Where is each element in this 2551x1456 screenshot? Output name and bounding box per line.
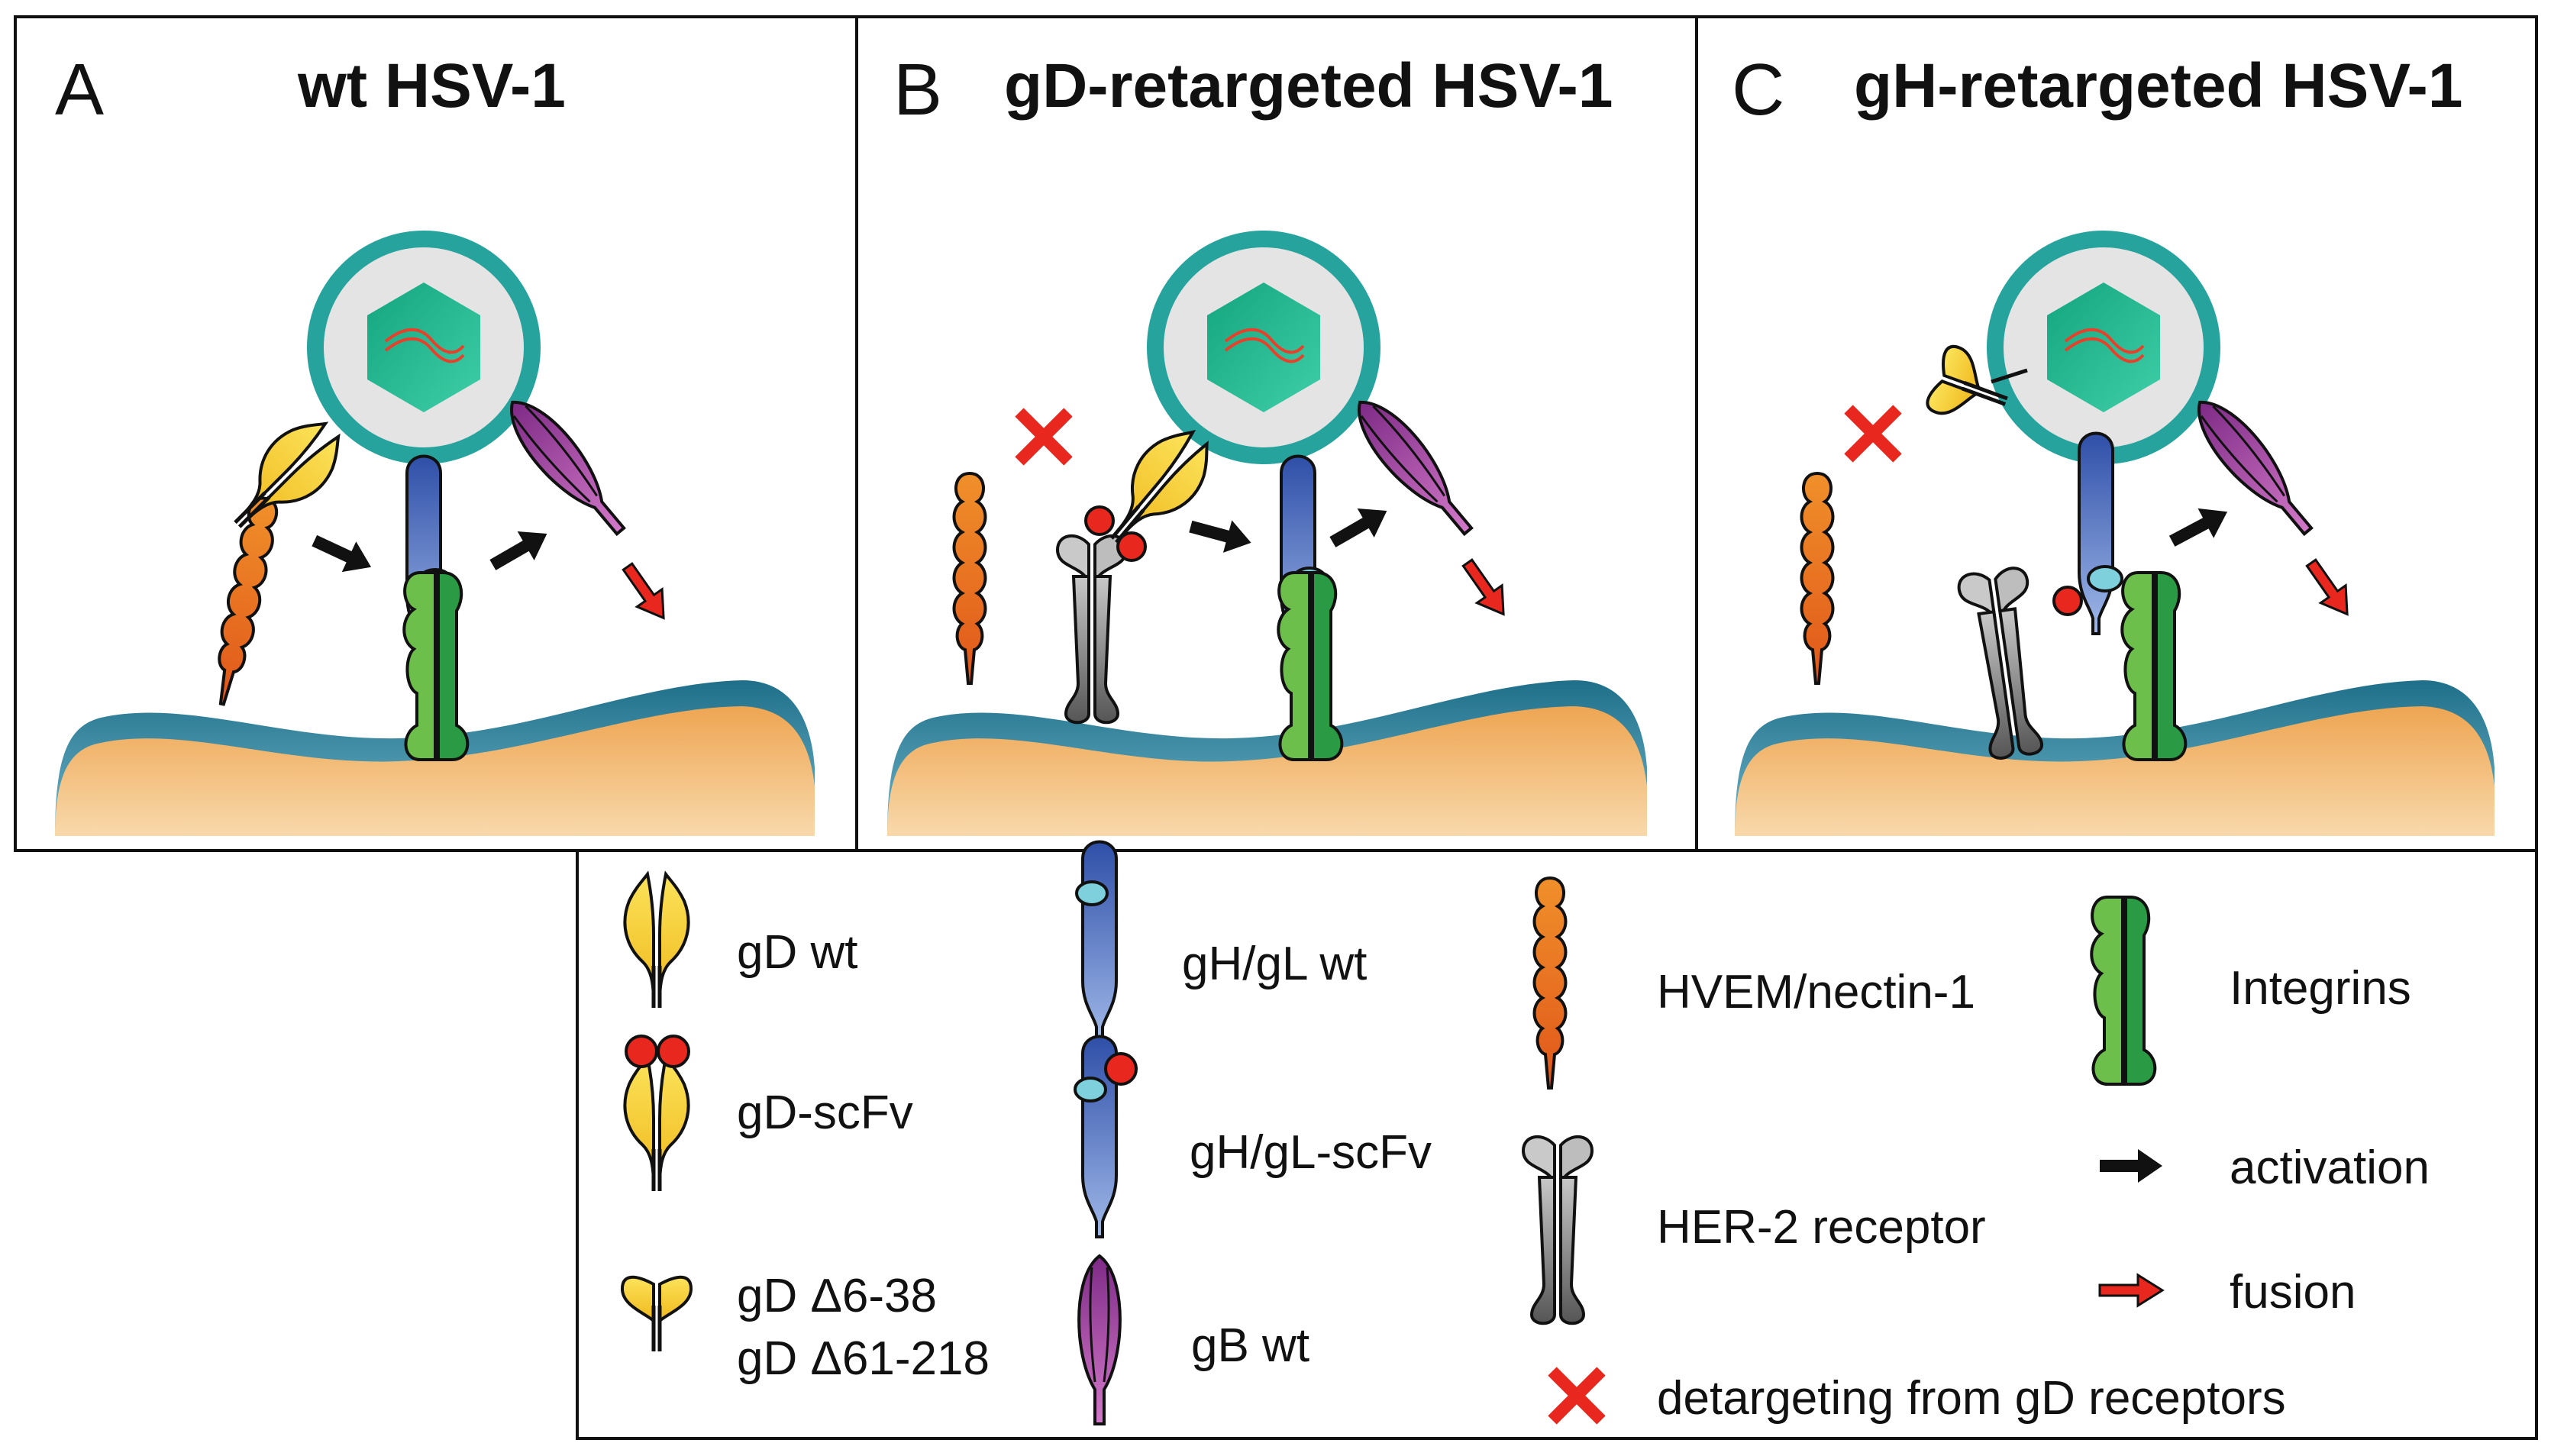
legend-gb-label: gB wt: [1191, 1319, 1309, 1372]
panel-c-scene: [1735, 239, 2494, 836]
activation-arrow: [2164, 496, 2236, 557]
scfv-dot: [1104, 1052, 1138, 1086]
hvem-receptor: [1800, 472, 1835, 685]
legend-hvem-icon: [1532, 877, 1568, 1090]
legend-detargeting-label: detargeting from gD receptors: [1657, 1372, 2286, 1425]
panel-a-title: wt HSV-1: [297, 51, 566, 121]
scfv-dot: [625, 1035, 658, 1068]
gh-gl-complex: [2078, 431, 2114, 635]
integrin: [1277, 571, 1344, 761]
legend-hvem-label: HVEM/nectin-1: [1657, 966, 1975, 1019]
panel-c-letter: C: [1732, 49, 1784, 131]
legend-activation-label: activation: [2230, 1141, 2430, 1194]
panel-c-title: gH-retargeted HSV-1: [1854, 51, 2462, 121]
activation-arrow: [1324, 496, 1396, 557]
virion: [1995, 239, 2212, 456]
legend: gD wt gD-scFv gD Δ6-38 gD Δ61-218 gH/gL …: [622, 840, 2430, 1425]
legend-integrin-icon: [2090, 896, 2157, 1086]
legend-ghgl-wt-icon: [1081, 840, 1118, 1044]
her2-receptor: [1056, 534, 1128, 725]
legend-cross-icon: [1552, 1371, 1601, 1420]
legend-ghgl-wt-label: gH/gL wt: [1182, 938, 1367, 990]
gd-glycoprotein: [215, 408, 354, 547]
activation-arrow: [307, 525, 379, 583]
legend-gd-scfv-label: gD-scFv: [737, 1086, 913, 1139]
cell-membrane: [887, 680, 1647, 836]
legend-integrins-label: Integrins: [2230, 962, 2411, 1015]
activation-arrow: [1186, 510, 1256, 560]
scfv-ligand: [1116, 531, 1147, 562]
legend-gb-icon: [1077, 1254, 1122, 1425]
panel-b-title: gD-retargeted HSV-1: [1004, 51, 1613, 121]
legend-gd-wt-icon: [625, 874, 688, 1008]
hvem-receptor: [205, 493, 283, 709]
legend-her2-icon: [1522, 1135, 1594, 1325]
detargeting-cross: [1849, 409, 1897, 458]
legend-gd-wt-label: gD wt: [737, 926, 857, 979]
activation-arrow: [484, 518, 556, 580]
legend-gd-scfv-icon: [625, 1057, 688, 1191]
panel-a-scene: [55, 239, 815, 836]
integrin: [2120, 571, 2188, 761]
scfv-ligand: [1084, 505, 1115, 536]
legend-activation-icon: [2100, 1149, 2162, 1183]
detargeting-cross: [1019, 412, 1068, 461]
legend-frame: [576, 849, 2538, 1440]
gb-glycoprotein: [495, 387, 638, 546]
fusion-arrow: [2298, 553, 2361, 625]
legend-fusion-label: fusion: [2230, 1266, 2356, 1319]
virion: [1155, 239, 1372, 456]
legend-her2-label: HER-2 receptor: [1657, 1201, 1986, 1254]
hvem-receptor: [952, 472, 987, 685]
scfv-dot: [657, 1035, 690, 1068]
scfv-ligand: [2052, 586, 2083, 616]
gl-subunit: [2087, 565, 2123, 592]
virion: [315, 239, 532, 456]
fusion-arrow: [614, 557, 677, 628]
gl-subunit: [1074, 1077, 1107, 1102]
legend-gd-del-icon: [622, 1277, 691, 1351]
integrin: [402, 571, 470, 761]
legend-ghgl-scfv-label: gH/gL-scFv: [1190, 1126, 1432, 1179]
cell-membrane: [1735, 680, 2494, 836]
legend-fusion-icon: [2098, 1274, 2164, 1307]
legend-gd-del2-label: gD Δ61-218: [737, 1332, 990, 1385]
panel-b-scene: [887, 239, 1647, 836]
panel-a-letter: A: [55, 49, 104, 131]
legend-gd-del1-label: gD Δ6-38: [737, 1270, 937, 1322]
gl-subunit: [1075, 880, 1109, 906]
panel-b-letter: B: [893, 49, 942, 131]
fusion-arrow: [1454, 553, 1517, 625]
